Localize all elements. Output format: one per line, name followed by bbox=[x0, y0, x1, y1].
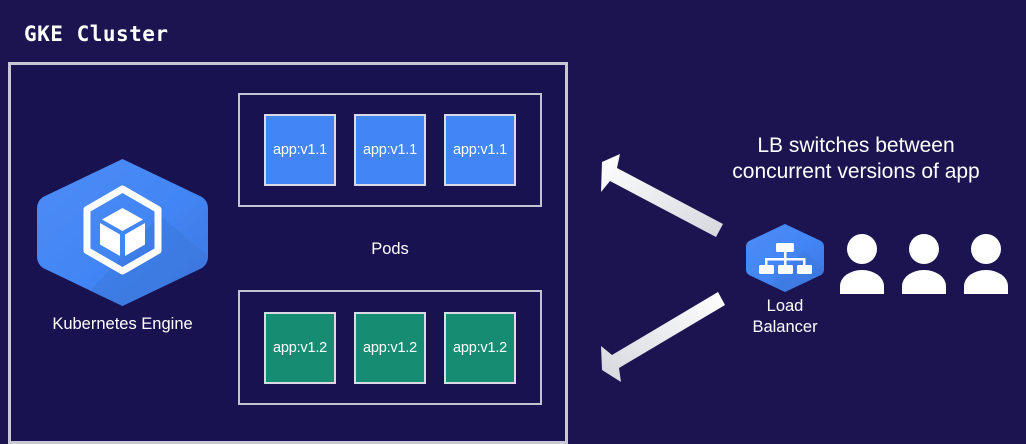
arrow-to-v1-2-pods bbox=[601, 292, 725, 382]
kubernetes-engine-node: Kubernetes Engine bbox=[30, 155, 215, 345]
pod-group-v1-1: app:v1.1 app:v1.1 app:v1.1 bbox=[238, 93, 542, 207]
load-balancer-hierarchy-icon bbox=[742, 222, 828, 294]
users-group bbox=[838, 232, 1010, 294]
load-balancer-label-line-1: Load bbox=[766, 297, 804, 315]
user-person-icon bbox=[838, 232, 886, 294]
pods-label: Pods bbox=[371, 240, 409, 258]
user-person-icon bbox=[900, 232, 948, 294]
pod-group-v1-2: app:v1.2 app:v1.2 app:v1.2 bbox=[238, 290, 542, 405]
kubernetes-engine-label: Kubernetes Engine bbox=[52, 315, 193, 333]
pod-item[interactable]: app:v1.1 bbox=[444, 114, 516, 186]
annotation-line-2: concurrent versions of app bbox=[732, 160, 980, 183]
page-title: GKE Cluster bbox=[24, 22, 169, 46]
load-balancer-label-line-2: Balancer bbox=[752, 318, 818, 336]
annotation-text: LB switches between concurrent versions … bbox=[686, 133, 1026, 185]
kubernetes-engine-hexagon-icon bbox=[30, 155, 215, 310]
pod-item[interactable]: app:v1.2 bbox=[264, 311, 336, 384]
load-balancer-node: Load Balancer bbox=[742, 222, 828, 347]
pod-row-v1-2: app:v1.2 app:v1.2 app:v1.2 bbox=[240, 292, 540, 403]
load-balancer-label: Load Balancer bbox=[732, 296, 838, 338]
pod-row-v1-1: app:v1.1 app:v1.1 app:v1.1 bbox=[240, 95, 540, 205]
pod-item[interactable]: app:v1.2 bbox=[444, 311, 516, 384]
pod-item[interactable]: app:v1.1 bbox=[354, 114, 426, 186]
pod-item[interactable]: app:v1.2 bbox=[354, 311, 426, 384]
annotation-line-1: LB switches between bbox=[757, 134, 955, 157]
pod-item[interactable]: app:v1.1 bbox=[264, 114, 336, 186]
user-person-icon bbox=[962, 232, 1010, 294]
